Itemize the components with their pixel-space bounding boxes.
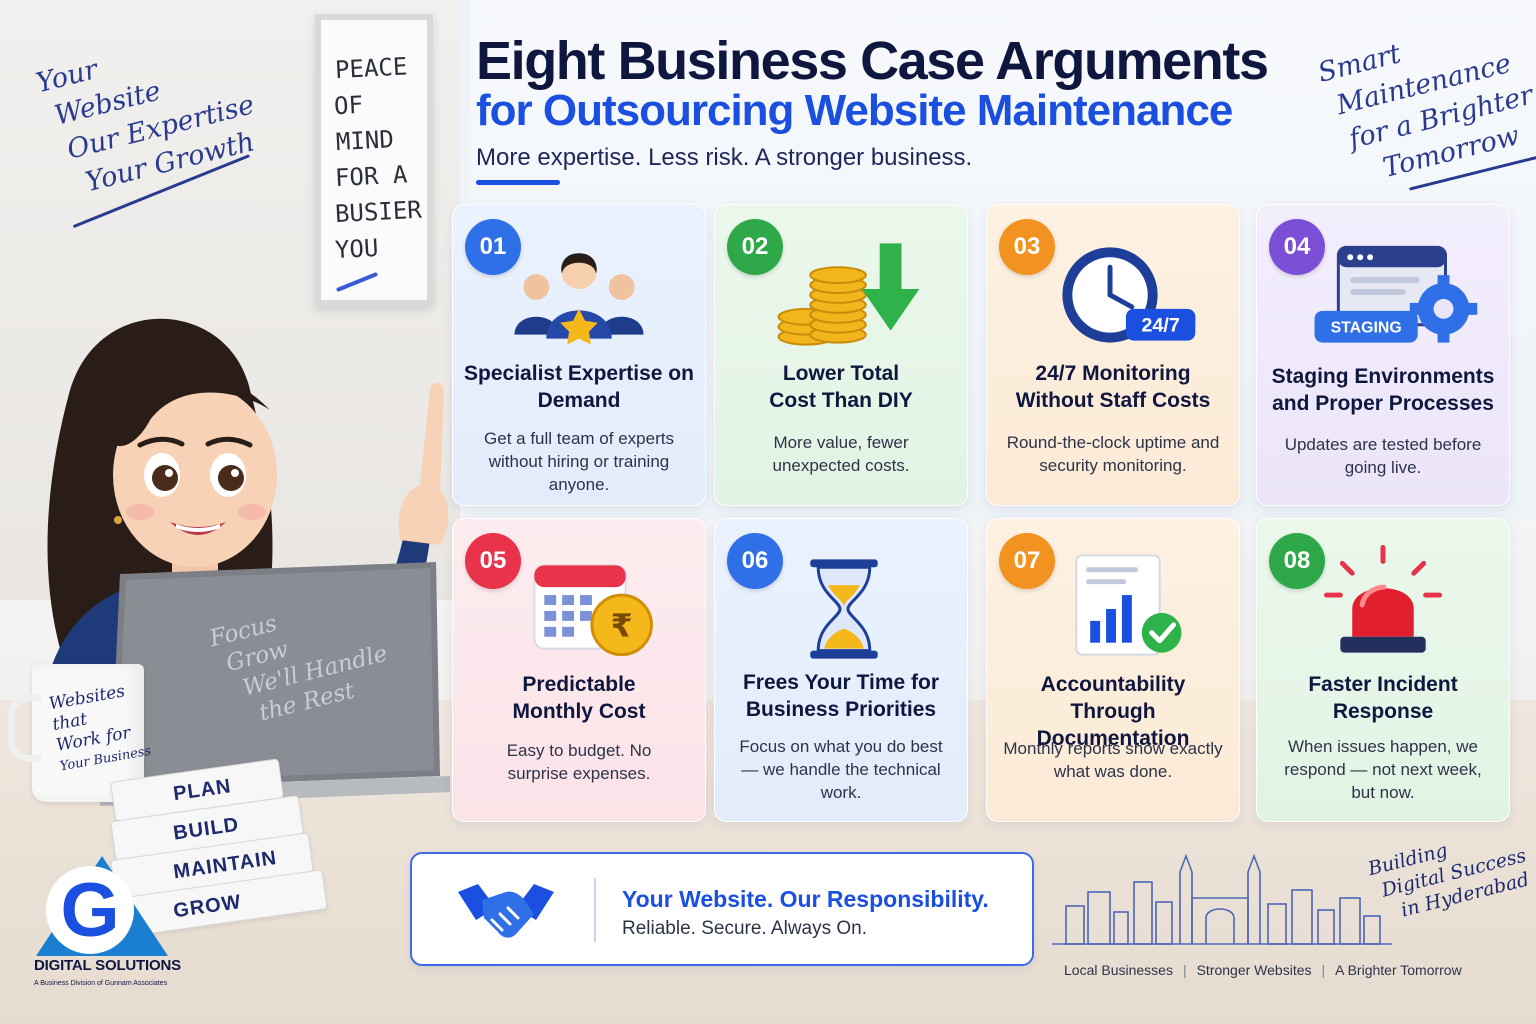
card-description: Easy to budget. No surprise expenses.	[506, 741, 652, 783]
rupee-symbol: ₹	[611, 609, 633, 645]
card-description: Round-the-clock uptime and security moni…	[1006, 433, 1220, 475]
laptop-illustration	[100, 562, 450, 806]
footer-link-local-businesses: Local Businesses	[1064, 962, 1173, 978]
poster-line: PEACE	[334, 52, 408, 85]
logo-tagline: A Business Division of Gunnam Associates	[34, 980, 168, 987]
clock-badge-label: 24/7	[1141, 315, 1180, 337]
argument-card-04: 04 STAGING Staging Environments and Prop…	[1256, 204, 1510, 506]
banner-tagline: Reliable. Secure. Always On.	[622, 918, 868, 939]
card-title: Specialist Expertise on Demand	[464, 362, 694, 412]
argument-card-02: 02 Lower Total Cost Than DIY More value,…	[714, 204, 968, 506]
card-number-badge: 04	[1269, 219, 1325, 275]
card-description: Updates are tested before going live.	[1284, 435, 1482, 477]
card-title: Predictable Monthly Cost	[512, 673, 646, 723]
argument-card-03: 03 24/7 24/7 Monitoring Without Staff Co…	[986, 204, 1240, 506]
card-title: Frees Your Time for Business Priorities	[742, 671, 940, 721]
card-title: Lower Total Cost Than DIY	[769, 362, 913, 412]
card-description: Monthly reports show exactly what was do…	[1003, 739, 1223, 781]
poster-line: OF MIND	[333, 90, 395, 157]
card-description: More value, fewer unexpected costs.	[772, 433, 910, 475]
company-logo: G	[36, 856, 168, 956]
card-number-badge: 01	[465, 219, 521, 275]
banner-divider	[594, 878, 596, 942]
argument-card-05: 05 ₹ Predictable Monthly Cost Easy to bu…	[452, 518, 706, 822]
wall-poster: PEACE OF MIND FOR A BUSIER YOU	[315, 14, 433, 306]
card-number-badge: 03	[999, 219, 1055, 275]
poster-line: FOR A	[334, 160, 408, 193]
card-description: Focus on what you do best — we handle th…	[739, 737, 943, 802]
footer-link-brighter-tomorrow: A Brighter Tomorrow	[1335, 962, 1462, 978]
banner-headline: Your Website. Our Responsibility.	[622, 886, 989, 912]
title-accent-bar	[476, 180, 560, 185]
card-title: 24/7 Monitoring Without Staff Costs	[1015, 362, 1211, 412]
card-number-badge: 08	[1269, 533, 1325, 589]
argument-card-06: 06 Frees Your Time for Business Prioriti…	[714, 518, 968, 822]
hourglass-icon	[810, 559, 878, 659]
page-title: Eight Business Case Arguments	[476, 31, 1269, 91]
coins-down-arrow-icon	[777, 243, 920, 346]
team-star-icon	[514, 253, 644, 345]
page-subtitle: More expertise. Less risk. A stronger bu…	[476, 144, 973, 171]
staging-window-gear-icon: STAGING	[1314, 245, 1478, 343]
footer-links: Local Businesses | Stronger Websites | A Bri…	[1064, 962, 1462, 978]
card-description: When issues happen, we respond — not nex…	[1284, 737, 1482, 802]
calendar-rupee-icon: ₹	[533, 564, 653, 657]
logo-letter: G	[60, 868, 119, 953]
poster-line: BUSIER	[334, 195, 423, 229]
handshake-icon	[458, 884, 554, 938]
city-skyline-illustration	[1052, 853, 1392, 945]
mug-text: Websites that Work for Your Business	[47, 679, 152, 778]
clock-icon: 24/7	[1062, 247, 1196, 343]
report-check-icon	[1075, 554, 1182, 656]
footer-separator: |	[1321, 962, 1326, 978]
card-number-badge: 06	[727, 533, 783, 589]
card-number-badge: 05	[465, 533, 521, 589]
logo-name: DIGITAL SOLUTIONS	[34, 957, 181, 974]
card-number-badge: 07	[999, 533, 1055, 589]
card-description: Get a full team of experts without hirin…	[484, 429, 674, 494]
card-title: Accountability Through Documentation	[1036, 673, 1190, 750]
footer-link-stronger-websites: Stronger Websites	[1196, 962, 1312, 978]
responsibility-banner: Your Website. Our Responsibility. Reliab…	[410, 852, 1034, 966]
card-title: Staging Environments and Proper Processe…	[1271, 365, 1495, 415]
card-title: Faster Incident Response	[1308, 673, 1458, 723]
alarm-siren-icon	[1323, 545, 1443, 653]
staging-label: STAGING	[1331, 320, 1402, 337]
card-number-badge: 02	[727, 219, 783, 275]
argument-card-08: 08 Faster Incident Response When issues …	[1256, 518, 1510, 822]
argument-card-01: 01 Specialist Expertise on Demand Get a …	[452, 204, 706, 506]
page-title-line2: for Outsourcing Website Maintenance	[476, 86, 1233, 135]
argument-card-07: 07 Accountability Through Documentation …	[986, 518, 1240, 822]
footer-separator: |	[1182, 962, 1187, 978]
